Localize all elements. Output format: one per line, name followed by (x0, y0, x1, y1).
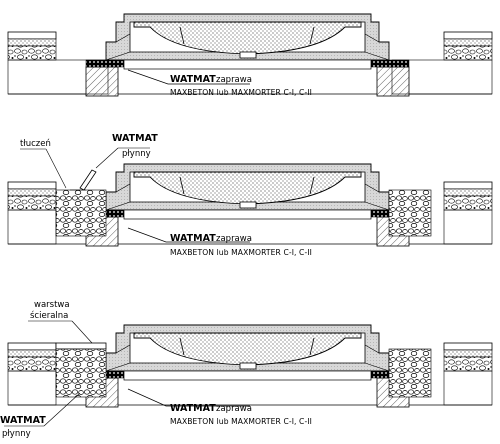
liquid-label: płynny (122, 149, 151, 159)
watmat-liquid-title: WATMAT (0, 415, 46, 426)
watmat-label: WATMAT (170, 403, 216, 414)
wearing-layer (55, 342, 107, 350)
panel-1: WATMAT zaprawa MAXBETON lub MAXMORTER C-… (7, 13, 493, 97)
crushed-stone-left (55, 189, 107, 237)
crushed-stone-label: tłuczeń (20, 139, 51, 149)
liquid-label: płynny (2, 429, 31, 439)
mortar-label: zaprawa (216, 404, 252, 414)
wearing-layer-label-2: ścieralna (30, 310, 68, 321)
watmat-liquid-title: WATMAT (112, 133, 158, 144)
panel-3: warstwa ścieralna WATMAT płynny WATMAT z… (0, 300, 493, 439)
crushed-stone-right (388, 189, 432, 237)
mortar-label: zaprawa (216, 75, 252, 85)
pour-nozzle (79, 169, 97, 191)
crushed-stone-left (55, 348, 107, 398)
wearing-layer-label-1: warstwa (34, 300, 70, 310)
product-label: MAXBETON lub MAXMORTER C-I, C-II (170, 88, 312, 97)
watmat-label: WATMAT (170, 233, 216, 244)
product-label: MAXBETON lub MAXMORTER C-I, C-II (170, 417, 312, 426)
product-label: MAXBETON lub MAXMORTER C-I, C-II (170, 248, 312, 257)
mortar-label: zaprawa (216, 234, 252, 244)
crushed-stone-right (388, 348, 432, 398)
watmat-label: WATMAT (170, 74, 216, 85)
leader-line (127, 69, 250, 85)
panel-2: tłuczeń WATMAT płynny WATMAT zaprawa MAX… (7, 133, 493, 257)
